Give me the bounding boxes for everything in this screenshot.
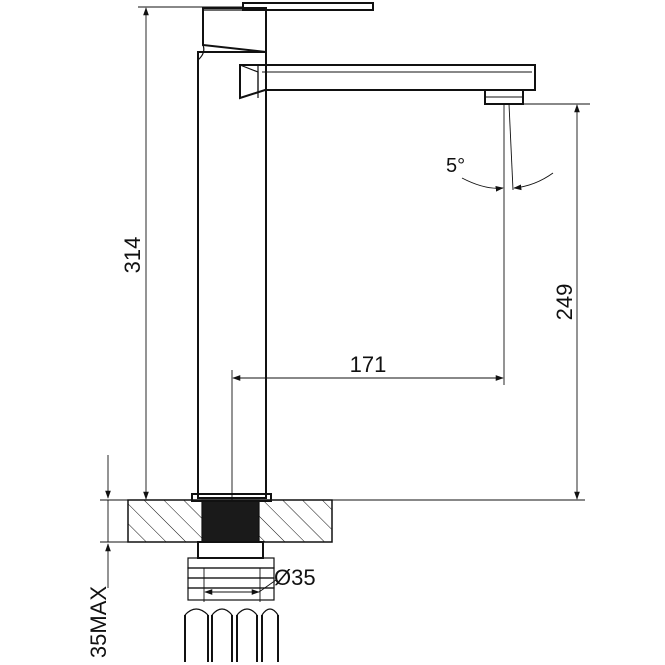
- dimension-spout-angle: 5°: [446, 103, 554, 192]
- dimension-spout-reach: 171: [231, 104, 505, 500]
- faucet-spout: [239, 64, 536, 105]
- dimension-label-total-height: 314: [120, 237, 145, 274]
- dimension-label-max-thickness: 35MAX: [86, 586, 111, 658]
- dimension-max-thickness: 35MAX: [86, 455, 111, 658]
- dimension-label-spout-reach: 171: [350, 352, 387, 377]
- faucet-body: [197, 2, 374, 499]
- dimension-total-height: 314: [120, 6, 243, 501]
- dimension-spout-height: 249: [510, 103, 590, 500]
- under-counter-fittings: [184, 541, 279, 662]
- dimension-label-spout-angle: 5°: [446, 155, 465, 177]
- dimension-label-hose-diameter: Ø35: [274, 565, 316, 590]
- dimension-hose-diameter: Ø35: [203, 565, 316, 602]
- dimension-label-spout-height: 249: [552, 284, 577, 321]
- countertop-section: [100, 493, 585, 543]
